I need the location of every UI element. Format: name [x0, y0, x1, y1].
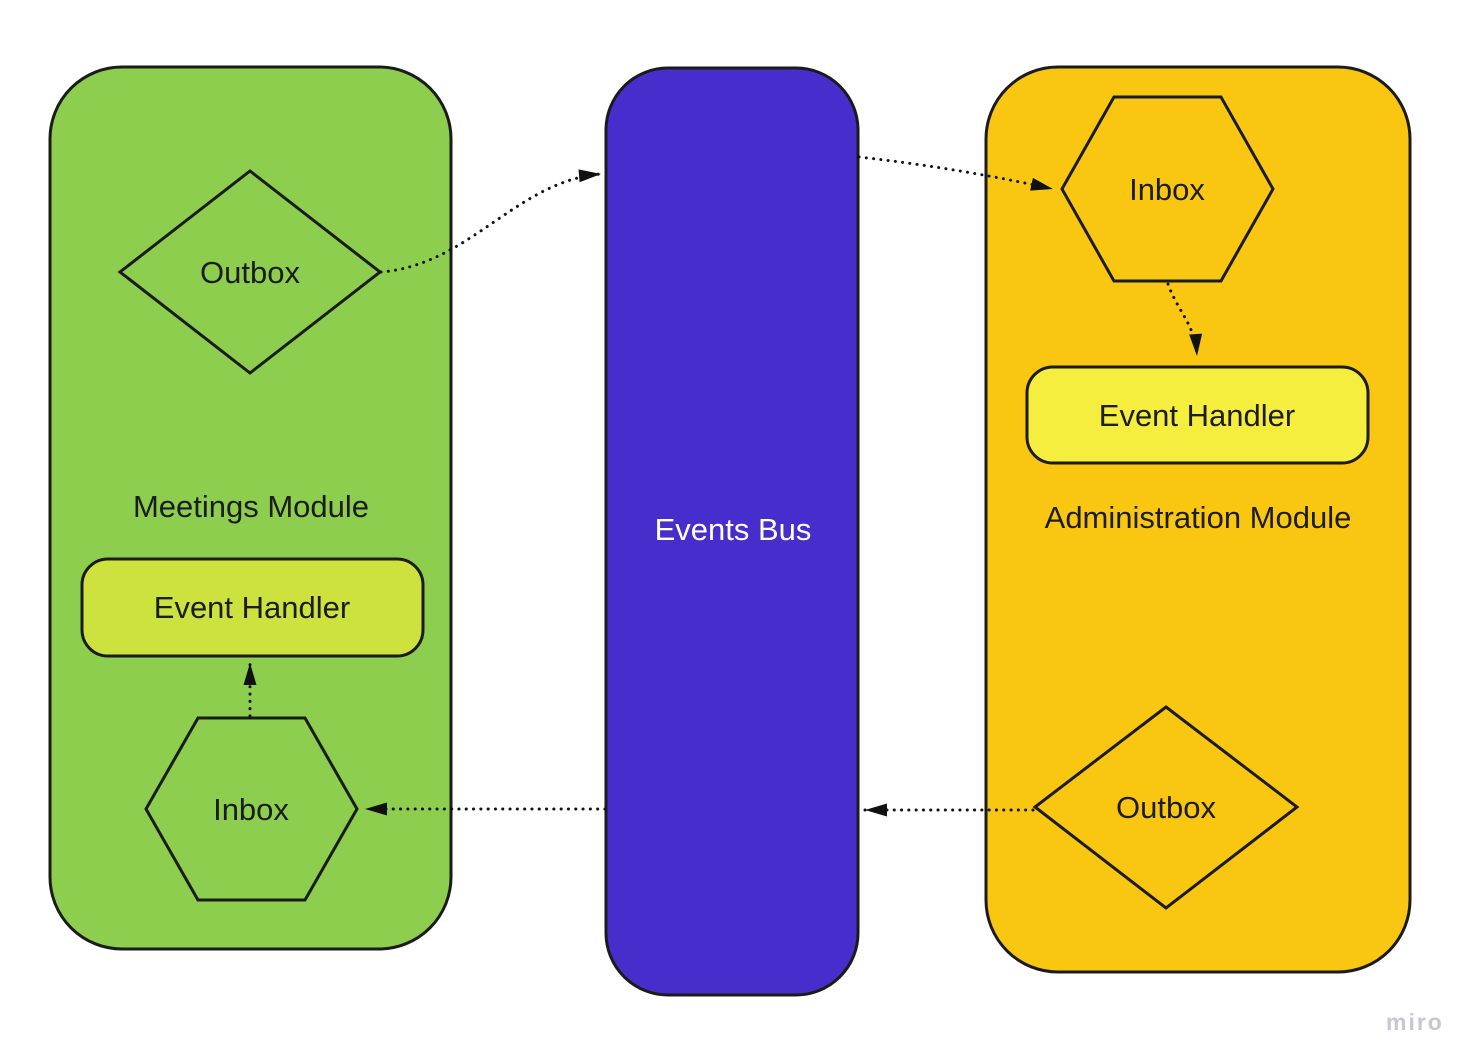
events-bus-title: Events Bus	[655, 512, 812, 547]
administration-outbox-label: Outbox	[1116, 790, 1216, 825]
administration-module-title: Administration Module	[1045, 500, 1352, 535]
meetings-inbox-hexagon[interactable]	[144, 716, 359, 902]
miro-logo: miro	[1386, 1009, 1444, 1035]
meetings-inbox-label: Inbox	[213, 792, 289, 827]
meetings-inbox-shape[interactable]: Inbox	[144, 716, 359, 902]
meetings-event-handler-label: Event Handler	[154, 590, 350, 625]
events-bus-module: Events Bus	[604, 66, 860, 997]
connector-administration-inbox-to-event-handler[interactable]	[1166, 282, 1203, 358]
connector-meetings-outbox-to-events-bus[interactable]	[379, 169, 603, 274]
administration-inbox-label: Inbox	[1129, 172, 1205, 207]
meetings-outbox-shape[interactable]: Outbox	[117, 169, 383, 375]
meetings-outbox-label: Outbox	[200, 255, 300, 290]
meetings-event-handler-rect[interactable]	[80, 557, 425, 658]
meetings-module-title: Meetings Module	[133, 489, 369, 524]
administration-inbox-hexagon[interactable]	[1060, 95, 1275, 283]
administration-module-container[interactable]	[984, 65, 1412, 974]
administration-event-handler-rect[interactable]	[1025, 365, 1370, 465]
events-bus-container[interactable]	[604, 66, 860, 997]
administration-module: Administration Module Inbox Event Handle…	[984, 65, 1412, 974]
meetings-module: Meetings Module Outbox Event Handler Inb…	[48, 65, 453, 951]
administration-event-handler-shape[interactable]: Event Handler	[1025, 365, 1370, 465]
administration-outbox-diamond[interactable]	[1032, 705, 1300, 910]
meetings-outbox-diamond[interactable]	[117, 169, 383, 375]
meetings-event-handler-shape[interactable]: Event Handler	[80, 557, 425, 658]
administration-event-handler-label: Event Handler	[1099, 398, 1295, 433]
administration-inbox-shape[interactable]: Inbox	[1060, 95, 1275, 283]
administration-outbox-shape[interactable]: Outbox	[1032, 705, 1300, 910]
